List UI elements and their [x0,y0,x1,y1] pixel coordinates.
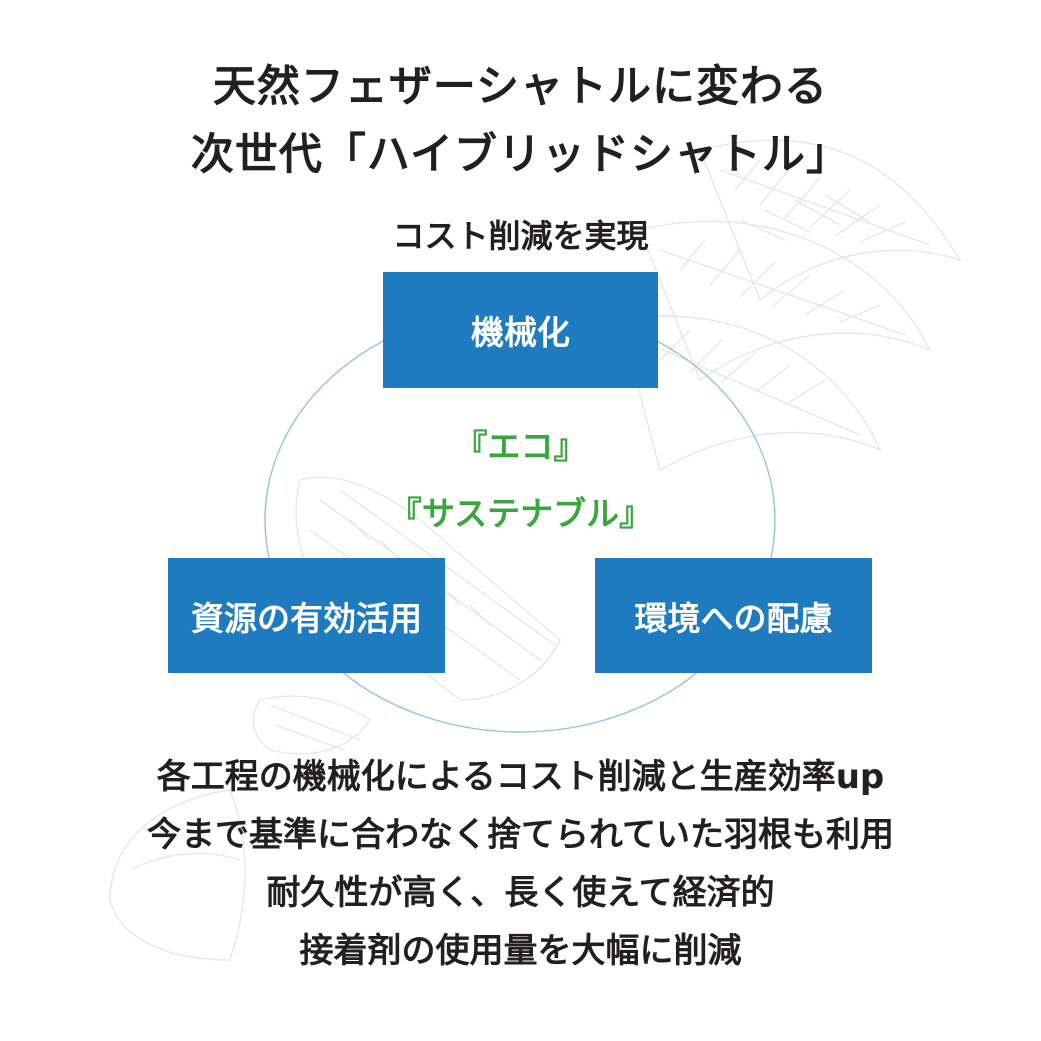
page-title-line-1: 天然フェザーシャトルに変わる [212,62,829,112]
mechanization-box: 機械化 [383,272,658,388]
environment-box: 環境への配慮 [595,558,872,673]
subtitle: コスト削減を実現 [392,217,649,255]
eco-label: 『エコ』 [454,427,587,466]
resource-utilization-box: 資源の有効活用 [168,558,445,673]
benefit-line: 耐久性が高く、長く使えて経済的 [266,873,775,913]
page-title-line-2: 次世代「ハイブリッドシャトル」 [190,130,851,180]
benefit-line: 今まで基準に合わなく捨てられていた羽根も利用 [147,815,894,855]
sustainable-label: 『サステナブル』 [388,494,653,533]
benefit-line: 各工程の機械化によるコスト削減と生産効率up [156,757,885,797]
benefit-line: 接着剤の使用量を大幅に削減 [299,931,742,971]
